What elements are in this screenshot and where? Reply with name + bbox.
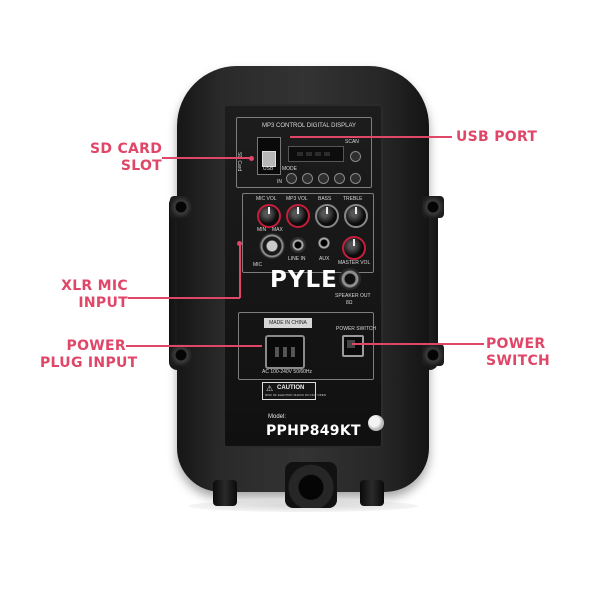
sd-card-leader-dot <box>249 156 254 161</box>
caution-title: CAUTION <box>277 385 305 391</box>
power-switch-panel-label: POWER SWITCH <box>336 326 376 332</box>
line-in-label: LINE IN <box>288 256 306 262</box>
treble-knob[interactable] <box>344 204 368 228</box>
mic-vol-label: MIC VOL <box>256 196 277 202</box>
power-plug-input[interactable] <box>265 335 305 369</box>
mode-button[interactable] <box>286 173 297 184</box>
line-in-jack[interactable] <box>290 237 306 253</box>
lcd-display <box>288 146 344 162</box>
in-label: IN <box>277 179 282 185</box>
max-label: MAX <box>272 227 283 233</box>
pole-mount-socket <box>285 462 337 508</box>
bolt-icon <box>422 344 444 366</box>
mp3-panel-title: MP3 CONTROL DIGITAL DISPLAY <box>262 123 357 129</box>
master-vol-knob[interactable] <box>342 236 366 260</box>
aux-label: AUX <box>319 256 330 262</box>
model-label: Model: <box>268 414 287 420</box>
caution-note: RISK OF ELECTRIC SHOCK DO NOT OPEN <box>265 393 326 397</box>
mp3-vol-label: MP3 VOL <box>286 196 308 202</box>
bass-knob[interactable] <box>315 204 339 228</box>
mixer-panel <box>242 193 374 273</box>
callout-xlr-mic-input: XLR MIC INPUT <box>61 278 128 311</box>
usb-label: USB <box>263 166 274 172</box>
right-foot <box>360 480 384 506</box>
left-foot <box>213 480 237 506</box>
mic-label: MIC <box>253 262 263 268</box>
callout-power-switch: POWER SWITCH <box>486 336 551 369</box>
scan-button[interactable] <box>350 173 361 184</box>
min-label: MIN <box>257 227 267 233</box>
xlr-leader-dot <box>237 241 242 246</box>
callout-power-plug-input: POWER PLUG INPUT <box>40 338 138 371</box>
callout-sd-card-slot: SD CARD SLOT <box>90 141 163 174</box>
mode-label: MODE <box>282 166 297 172</box>
next-button[interactable] <box>334 173 345 184</box>
thumb-screw <box>368 415 384 431</box>
impedance-label: 8Ω <box>346 300 353 306</box>
mic-vol-knob[interactable] <box>257 204 281 228</box>
speaker-out-jack[interactable] <box>339 268 361 290</box>
mp3-vol-knob[interactable] <box>286 204 310 228</box>
play-button[interactable] <box>318 173 329 184</box>
callout-usb-port: USB PORT <box>456 129 538 145</box>
bolt-icon <box>422 196 444 218</box>
brand-logo: PYLE <box>270 267 338 293</box>
speaker-out-label: SPEAKER OUT <box>335 293 371 299</box>
bass-label: BASS <box>318 196 332 202</box>
scan-button-upper[interactable] <box>350 151 361 162</box>
usb-port[interactable] <box>262 151 276 167</box>
power-switch[interactable] <box>342 335 364 357</box>
xlr-mic-input[interactable] <box>259 233 285 259</box>
mp3-panel <box>236 117 372 188</box>
treble-label: TREBLE <box>343 196 363 202</box>
made-in-sticker: MADE IN CHINA <box>264 318 312 328</box>
master-vol-label: MASTER VOL <box>338 260 371 266</box>
prev-button[interactable] <box>302 173 313 184</box>
scan-label: SCAN <box>345 139 359 145</box>
bolt-icon <box>170 196 192 218</box>
caution-label: ⚠ CAUTION RISK OF ELECTRIC SHOCK DO NOT … <box>262 382 326 400</box>
warning-triangle-icon: ⚠ <box>266 384 274 393</box>
voltage-label: AC 100-240V 50/60Hz <box>262 369 313 375</box>
model-number: PPHP849KT <box>266 423 361 439</box>
aux-jack[interactable] <box>318 237 330 249</box>
bolt-icon <box>170 344 192 366</box>
